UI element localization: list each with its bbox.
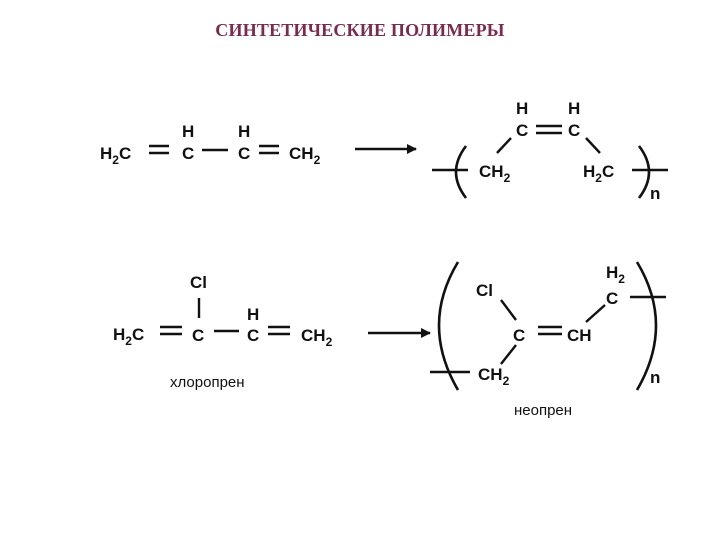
neoprene-caption: неопрен xyxy=(514,402,572,419)
h2-group: H2 xyxy=(606,263,625,286)
hydrogen-atom: H xyxy=(238,122,250,141)
hydrogen-atom: H xyxy=(182,122,194,141)
carbon-atom: C xyxy=(192,326,204,345)
hydrogen-atom: H xyxy=(247,305,259,324)
ch2-group: CH2 xyxy=(289,144,321,167)
ch2-group: CH2 xyxy=(478,365,510,388)
carbon-atom: C xyxy=(513,326,525,345)
h2c-group: H2C xyxy=(113,325,144,348)
hydrogen-atom: H xyxy=(516,99,528,118)
butadiene-monomer: H2C C H C H CH2 xyxy=(100,122,321,167)
ch2-group: CH2 xyxy=(479,162,511,185)
h2c-group: H2C xyxy=(583,162,614,185)
slide-title: СИНТЕТИЧЕСКИЕ ПОЛИМЕРЫ xyxy=(215,20,505,40)
left-parenthesis xyxy=(454,145,468,199)
chloroprene-monomer: H2C C Cl C H CH2 хлоропрен xyxy=(113,273,333,391)
ch2-group: CH2 xyxy=(301,326,333,349)
polybutadiene-polymer: CH2 H C H C H2C n xyxy=(432,99,668,203)
right-parenthesis xyxy=(637,145,651,199)
neoprene-polymer: Cl C CH H2 C CH2 n неопрен xyxy=(430,261,666,419)
repeat-index: n xyxy=(650,184,660,203)
carbon-atom: C xyxy=(568,121,580,140)
carbon-atom: C xyxy=(606,289,618,308)
h2c-group: H2C xyxy=(100,144,131,167)
left-parenthesis xyxy=(437,261,460,391)
ch-group: CH xyxy=(567,326,592,345)
carbon-atom: C xyxy=(516,121,528,140)
chlorine-atom: Cl xyxy=(476,281,493,300)
right-parenthesis xyxy=(635,261,658,391)
carbon-atom: C xyxy=(247,326,259,345)
repeat-index: n xyxy=(650,368,660,387)
chlorine-atom: Cl xyxy=(190,273,207,292)
hydrogen-atom: H xyxy=(568,99,580,118)
carbon-atom: C xyxy=(182,144,194,163)
carbon-atom: C xyxy=(238,144,250,163)
chloroprene-caption: хлоропрен xyxy=(170,374,245,391)
